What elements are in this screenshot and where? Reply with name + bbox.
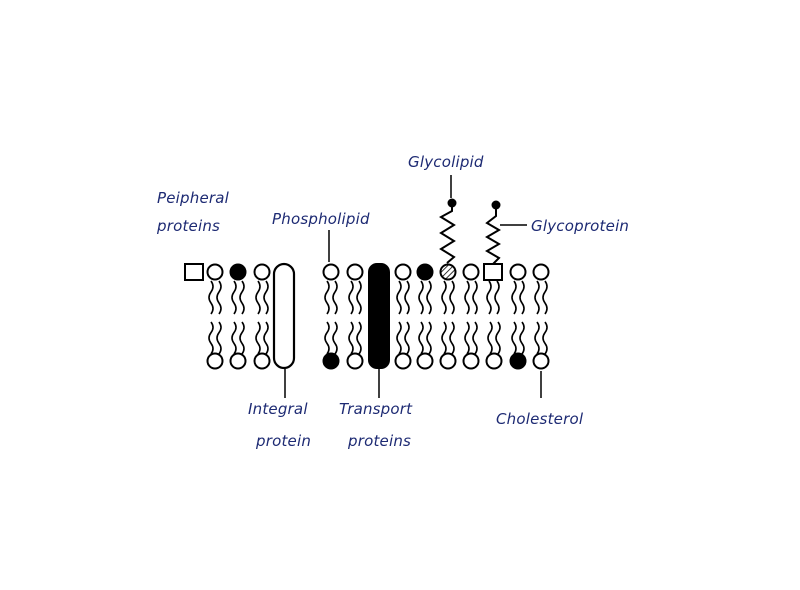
carbohydrate-chains <box>439 198 501 265</box>
cholesterol-head <box>416 263 434 281</box>
phospholipid-head <box>253 352 271 370</box>
phospholipid-tail <box>534 321 540 355</box>
phospholipid-head <box>462 352 480 370</box>
phospholipid-tail <box>231 321 237 355</box>
transport-label-line2: proteins <box>347 432 411 450</box>
phospholipid-tail <box>216 321 222 355</box>
phospholipid-tail <box>332 321 338 355</box>
phospholipid-tail <box>356 280 362 315</box>
phospholipid-tail <box>255 280 261 315</box>
phospholipid-tail <box>356 321 362 355</box>
phospholipid-head <box>532 352 550 370</box>
phospholipid-tail <box>404 321 410 355</box>
phospholipid-head <box>462 263 480 281</box>
transport-label-line1: Transport <box>339 400 413 418</box>
phospholipid-tail <box>511 321 517 355</box>
phospholipid-tail <box>511 280 517 315</box>
phospholipid-tail <box>396 280 402 315</box>
glycolipid-head <box>439 263 457 281</box>
phospholipid-head <box>206 263 224 281</box>
phospholipid-tail <box>472 321 478 355</box>
phospholipid-tail <box>464 280 470 315</box>
phospholipid-head <box>509 263 527 281</box>
phospholipid-tail <box>464 321 470 355</box>
phospholipid-tail <box>519 321 525 355</box>
peripheral-label-line2: proteins <box>156 217 220 235</box>
cholesterol-head <box>322 352 340 370</box>
phospholipid-head <box>346 352 364 370</box>
lipid-bilayer <box>206 263 550 370</box>
phospholipid-tail <box>208 321 214 355</box>
cholesterol-head <box>229 263 247 281</box>
phospholipid-tail <box>441 321 447 355</box>
membrane-proteins <box>184 262 503 370</box>
phospholipid-tail <box>263 321 269 355</box>
cholesterol-head <box>509 352 527 370</box>
phospholipid-tail <box>495 321 501 355</box>
phospholipid-head <box>253 263 271 281</box>
phospholipid-tail <box>348 280 354 315</box>
glycolipid-sugar-bead <box>447 198 457 208</box>
phospholipid-tail <box>263 280 269 315</box>
phospholipid-tail <box>487 321 493 355</box>
glycolipid-sugar-chain <box>439 204 456 264</box>
peripheral-label-line1: Peipheral <box>157 189 230 207</box>
phospholipid-tail <box>231 280 237 315</box>
phospholipid-tail <box>418 280 424 315</box>
phospholipid-head <box>394 352 412 370</box>
phospholipid-tail <box>332 280 338 315</box>
phospholipid-tail <box>404 280 410 315</box>
phospholipid-head <box>416 352 434 370</box>
phospholipid-tail <box>472 280 478 315</box>
phospholipid-head <box>206 352 224 370</box>
phospholipid-tail <box>486 280 492 315</box>
integral-label-line2: protein <box>255 432 311 450</box>
labels: Peipheral proteins Phospholipid Glycolip… <box>156 153 629 450</box>
phospholipid-tail <box>324 280 330 315</box>
glycoprotein-sugar-bead <box>491 200 501 210</box>
phospholipid-tail <box>418 321 424 355</box>
phospholipid-head <box>485 352 503 370</box>
phospholipid-label: Phospholipid <box>272 210 370 228</box>
phospholipid-head <box>229 352 247 370</box>
phospholipid-tail <box>216 280 222 315</box>
glycoprotein-square <box>483 263 503 281</box>
phospholipid-tail <box>426 321 432 355</box>
phospholipid-head <box>394 263 412 281</box>
phospholipid-tail <box>449 280 455 315</box>
phospholipid-head <box>439 352 457 370</box>
phospholipid-tail <box>534 280 540 315</box>
phospholipid-tail <box>324 321 330 355</box>
phospholipid-tail <box>396 321 402 355</box>
glycoprotein-label: Glycoprotein <box>531 217 629 235</box>
phospholipid-tail <box>239 280 245 315</box>
phospholipid-head <box>322 263 340 281</box>
peripheral-protein-square <box>184 263 204 281</box>
phospholipid-tail <box>542 321 548 355</box>
phospholipid-tail <box>348 321 354 355</box>
phospholipid-head <box>346 263 364 281</box>
phospholipid-tail <box>542 280 548 315</box>
integral-label-line1: Integral <box>248 400 308 418</box>
leader-lines <box>284 175 542 398</box>
phospholipid-tail <box>441 280 447 315</box>
phospholipid-tail <box>255 321 261 355</box>
glycolipid-label: Glycolipid <box>408 153 484 171</box>
phospholipid-tail <box>426 280 432 315</box>
phospholipid-tail <box>494 280 500 315</box>
cholesterol-label: Cholesterol <box>496 410 584 428</box>
phospholipid-tail <box>519 280 525 315</box>
integral-protein-shape <box>272 262 296 370</box>
glycoprotein-sugar-chain <box>485 206 501 265</box>
phospholipid-head <box>532 263 550 281</box>
phospholipid-tail <box>208 280 214 315</box>
transport-protein-shape <box>368 263 390 369</box>
phospholipid-tail <box>449 321 455 355</box>
phospholipid-tail <box>239 321 245 355</box>
